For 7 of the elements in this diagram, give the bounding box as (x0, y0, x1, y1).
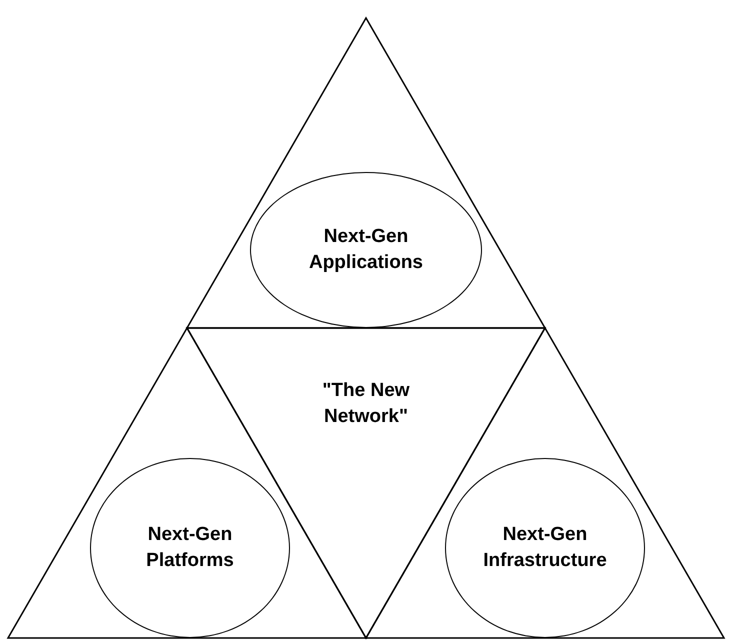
node-label: "The New Network" (321, 379, 411, 429)
node-label: Next-Gen Applications (308, 225, 424, 275)
ellipse-shape (445, 458, 645, 638)
node-label: Next-Gen Platforms (145, 523, 235, 573)
ellipse-shape (250, 172, 482, 328)
ellipse-shape (90, 458, 290, 638)
node-label: Next-Gen Infrastructure (482, 523, 608, 573)
